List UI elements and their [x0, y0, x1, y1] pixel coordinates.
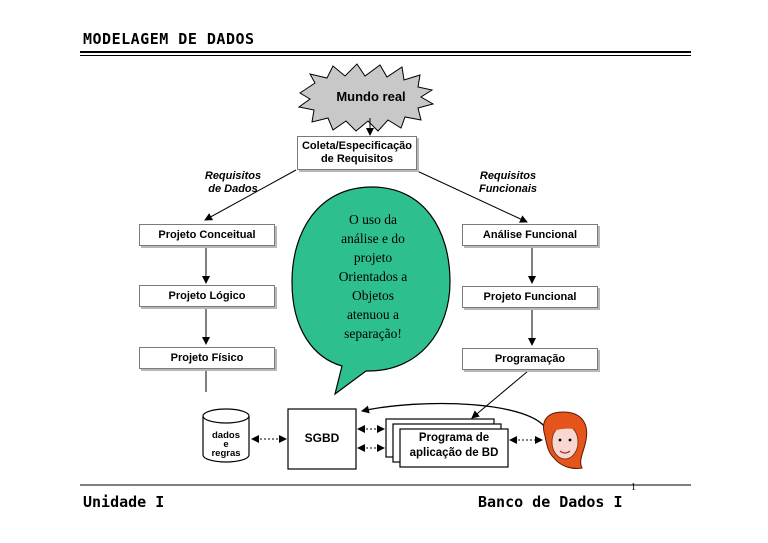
- sgbd-label: SGBD: [304, 431, 340, 445]
- application-program-label: Programa de aplicação de BD: [400, 431, 508, 461]
- callout-line: Orientados a: [338, 269, 408, 284]
- header-rule-thin: [80, 55, 691, 56]
- app-line-1: Programa de: [418, 432, 490, 444]
- right-requirements-label: Requisitos Funcionais: [468, 170, 548, 196]
- callout-line: O uso da: [349, 212, 397, 227]
- right-label-line-2: Funcionais: [478, 183, 538, 195]
- callout-line: Objetos: [352, 288, 394, 303]
- right-label-line-1: Requisitos: [479, 170, 537, 182]
- box-projeto-funcional: Projeto Funcional: [462, 286, 598, 308]
- footer-course: Banco de Dados I: [478, 493, 623, 511]
- app-line-2: aplicação de BD: [409, 447, 499, 459]
- callout-line: separação!: [344, 326, 402, 341]
- database-label: dados e regras: [203, 430, 249, 459]
- left-label-line-2: de Dados: [208, 183, 258, 195]
- page-number: 1: [631, 482, 636, 493]
- callout-text: O uso da análise e do projeto Orientados…: [318, 210, 428, 343]
- page-title: MODELAGEM DE DADOS: [83, 30, 255, 48]
- box-analise-funcional: Análise Funcional: [462, 224, 598, 246]
- box-projeto-fisico: Projeto Físico: [139, 347, 275, 369]
- starburst-shape: [297, 63, 435, 132]
- left-label-line-1: Requisitos: [204, 170, 262, 182]
- box-projeto-logico: Projeto Lógico: [139, 285, 275, 307]
- callout-line: análise e do: [341, 231, 405, 246]
- db-line-3: regras: [211, 448, 241, 459]
- callout-bubble: [291, 186, 451, 396]
- database-cylinder: [202, 408, 250, 463]
- collection-line-1: Coleta/Especificação: [301, 140, 413, 152]
- box-projeto-conceitual: Projeto Conceitual: [139, 224, 275, 246]
- callout-line: atenuou a: [346, 307, 400, 322]
- header-rule: [80, 51, 691, 53]
- collection-line-2: de Requisitos: [320, 153, 394, 165]
- db-line-1: dados: [212, 430, 240, 441]
- person-icon: [543, 411, 588, 469]
- left-requirements-label: Requisitos de Dados: [193, 170, 273, 196]
- collection-box: Coleta/Especificação de Requisitos: [297, 136, 417, 170]
- db-line-2: e: [223, 439, 229, 450]
- box-programacao: Programação: [462, 348, 598, 370]
- callout-line: projeto: [353, 250, 393, 265]
- mundo-real-label: Mundo real: [336, 89, 406, 104]
- footer-unit: Unidade I: [83, 493, 165, 511]
